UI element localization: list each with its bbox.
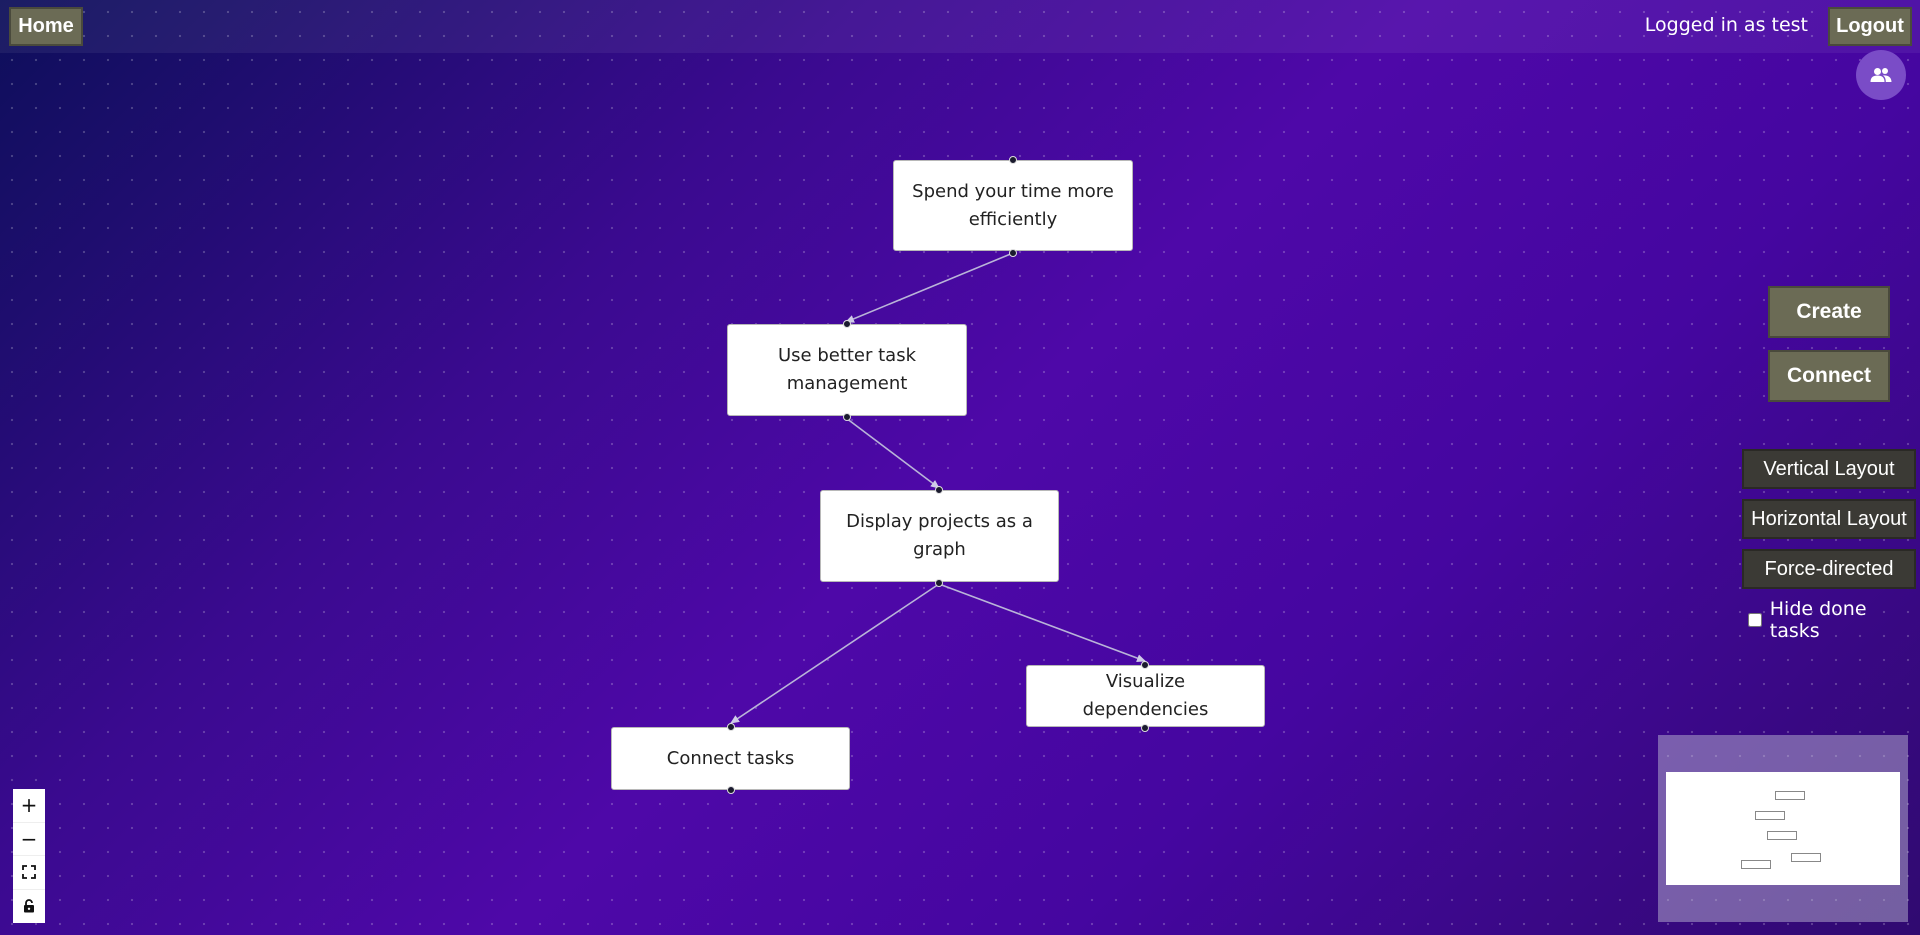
- people-button[interactable]: [1856, 50, 1906, 100]
- task-node[interactable]: Display projects as a graph: [820, 490, 1059, 582]
- plus-icon: +: [20, 793, 38, 818]
- fit-view-button[interactable]: [13, 856, 45, 890]
- node-handle-bottom[interactable]: [935, 579, 943, 587]
- task-node[interactable]: Use better task management: [727, 324, 967, 416]
- hide-done-toggle[interactable]: Hide done tasks: [1748, 598, 1920, 642]
- edge-n3-n4: [938, 583, 1146, 662]
- node-handle-bottom[interactable]: [1141, 724, 1149, 732]
- minimap-node: [1767, 831, 1797, 840]
- hide-done-checkbox[interactable]: [1748, 613, 1762, 627]
- connect-button[interactable]: Connect: [1768, 350, 1890, 402]
- task-node[interactable]: Connect tasks: [611, 727, 850, 790]
- task-node-label: Display projects as a graph: [846, 511, 1033, 560]
- force-directed-button[interactable]: Force-directed: [1742, 549, 1916, 589]
- zoom-controls: + −: [13, 789, 45, 923]
- task-node[interactable]: Visualize dependencies: [1026, 665, 1265, 727]
- people-icon: [1870, 68, 1892, 82]
- node-handle-top[interactable]: [843, 320, 851, 328]
- task-node-label: Use better task management: [777, 345, 917, 394]
- lock-button[interactable]: [13, 890, 45, 924]
- create-button[interactable]: Create: [1768, 286, 1890, 338]
- minimap-viewport: [1666, 772, 1900, 885]
- logged-in-label: Logged in as test: [1644, 14, 1808, 36]
- node-handle-bottom[interactable]: [843, 413, 851, 421]
- task-node-label: Visualize dependencies: [1082, 671, 1209, 720]
- node-handle-bottom[interactable]: [1009, 249, 1017, 257]
- task-node-label: Spend your time more efficiently: [912, 180, 1114, 230]
- edge-n3-n5: [730, 583, 940, 724]
- minus-icon: −: [20, 826, 38, 851]
- minimap-node: [1791, 853, 1821, 862]
- top-bar: [0, 0, 1920, 53]
- task-node[interactable]: Spend your time more efficiently: [893, 160, 1133, 251]
- lock-icon: [24, 899, 34, 913]
- node-handle-top[interactable]: [727, 723, 735, 731]
- node-handle-top[interactable]: [935, 486, 943, 494]
- minimap-node: [1775, 791, 1805, 800]
- home-button[interactable]: Home: [9, 7, 83, 46]
- node-handle-bottom[interactable]: [727, 786, 735, 794]
- zoom-in-button[interactable]: +: [13, 789, 45, 823]
- task-node-label: Connect tasks: [666, 747, 795, 769]
- minimap-node: [1741, 860, 1771, 869]
- edge-n2-n3: [845, 417, 940, 489]
- minimap-node: [1755, 811, 1785, 820]
- horizontal-layout-button[interactable]: Horizontal Layout: [1742, 499, 1916, 539]
- hide-done-label: Hide done tasks: [1769, 598, 1867, 642]
- minimap[interactable]: [1658, 735, 1908, 922]
- zoom-out-button[interactable]: −: [13, 823, 45, 856]
- vertical-layout-button[interactable]: Vertical Layout: [1742, 449, 1916, 489]
- node-handle-top[interactable]: [1009, 156, 1017, 164]
- edge-n1-n2: [845, 252, 1014, 323]
- node-handle-top[interactable]: [1141, 661, 1149, 669]
- logout-button[interactable]: Logout: [1828, 7, 1912, 46]
- fit-view-icon: [22, 865, 36, 880]
